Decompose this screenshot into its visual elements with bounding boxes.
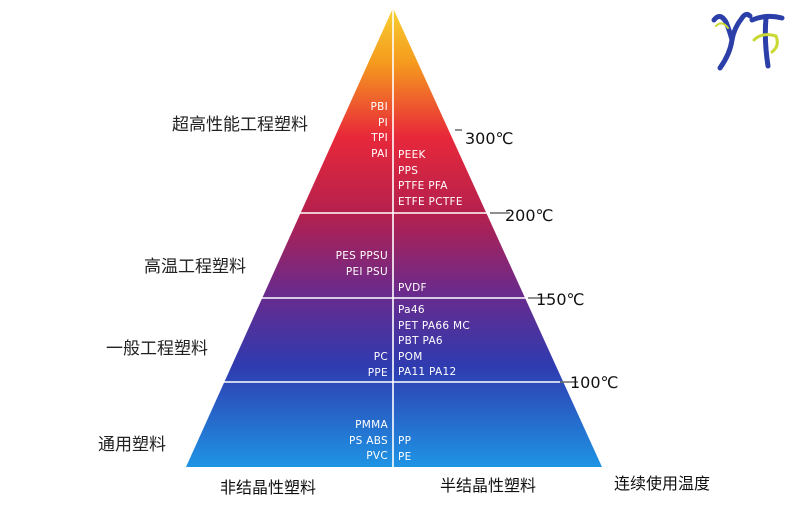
list-item: PP: [398, 435, 412, 447]
list-item: POM: [398, 350, 423, 363]
semicrystalline-list-commodity: PP PE: [398, 434, 412, 465]
list-item: Pa46: [398, 304, 425, 316]
caption-amorphous: 非结晶性塑料: [220, 478, 317, 497]
tier-label-high-temp: 高温工程塑料: [144, 257, 246, 277]
amorphous-list-commodity: PMMA PS ABS PVC: [349, 418, 388, 465]
tier-label-commodity: 通用塑料: [98, 435, 166, 455]
semicrystalline-list-ultra: PEEK PPS PTFE PFA ETFE PCTFE: [398, 148, 463, 210]
caption-continuous-use-temp: 连续使用温度: [614, 474, 711, 493]
list-item: PVDF: [398, 282, 427, 294]
list-item: PC: [373, 351, 388, 363]
temp-300: 300℃: [465, 129, 514, 148]
temp-100: 100℃: [570, 373, 619, 392]
semicrystalline-list-general-eng: Pa46 PET PA66 MC PBT PA6 POM PA11 PA12: [398, 303, 470, 381]
temp-200: 200℃: [505, 206, 554, 225]
list-item: PVC: [366, 450, 388, 462]
amorphous-list-ultra: PBI PI TPI PAI: [370, 100, 388, 162]
list-item: PAI: [371, 147, 388, 160]
list-item: PMMA: [355, 419, 388, 431]
tier-label-general-eng: 一般工程塑料: [106, 339, 208, 359]
list-item: PES PPSU: [335, 250, 388, 262]
list-item: PPE: [367, 366, 388, 379]
list-item: PTFE PFA: [398, 180, 448, 192]
amorphous-list-general-eng: PC PPE: [368, 350, 388, 381]
list-item: PEI PSU: [345, 265, 388, 278]
tier-label-ultra: 超高性能工程塑料: [172, 115, 308, 135]
list-item: PBI: [370, 101, 388, 113]
list-item: TPI: [371, 132, 388, 144]
list-item: ETFE PCTFE: [398, 195, 463, 208]
list-item: PET PA66 MC: [398, 319, 470, 332]
list-item: PPS: [398, 164, 419, 177]
semicrystalline-list-high-temp: PVDF: [398, 281, 427, 297]
logo: [711, 11, 785, 71]
list-item: PE: [398, 450, 412, 463]
amorphous-list-high-temp: PES PPSU PEI PSU: [336, 249, 388, 280]
list-item: PI: [377, 116, 388, 129]
caption-semicrystalline: 半结晶性塑料: [440, 476, 537, 495]
list-item: PBT PA6: [398, 335, 443, 347]
list-item: PEEK: [398, 149, 426, 161]
list-item: PS ABS: [348, 434, 388, 447]
pyramid-body: [186, 8, 602, 467]
temp-150: 150℃: [536, 290, 585, 309]
list-item: PA11 PA12: [398, 366, 457, 378]
